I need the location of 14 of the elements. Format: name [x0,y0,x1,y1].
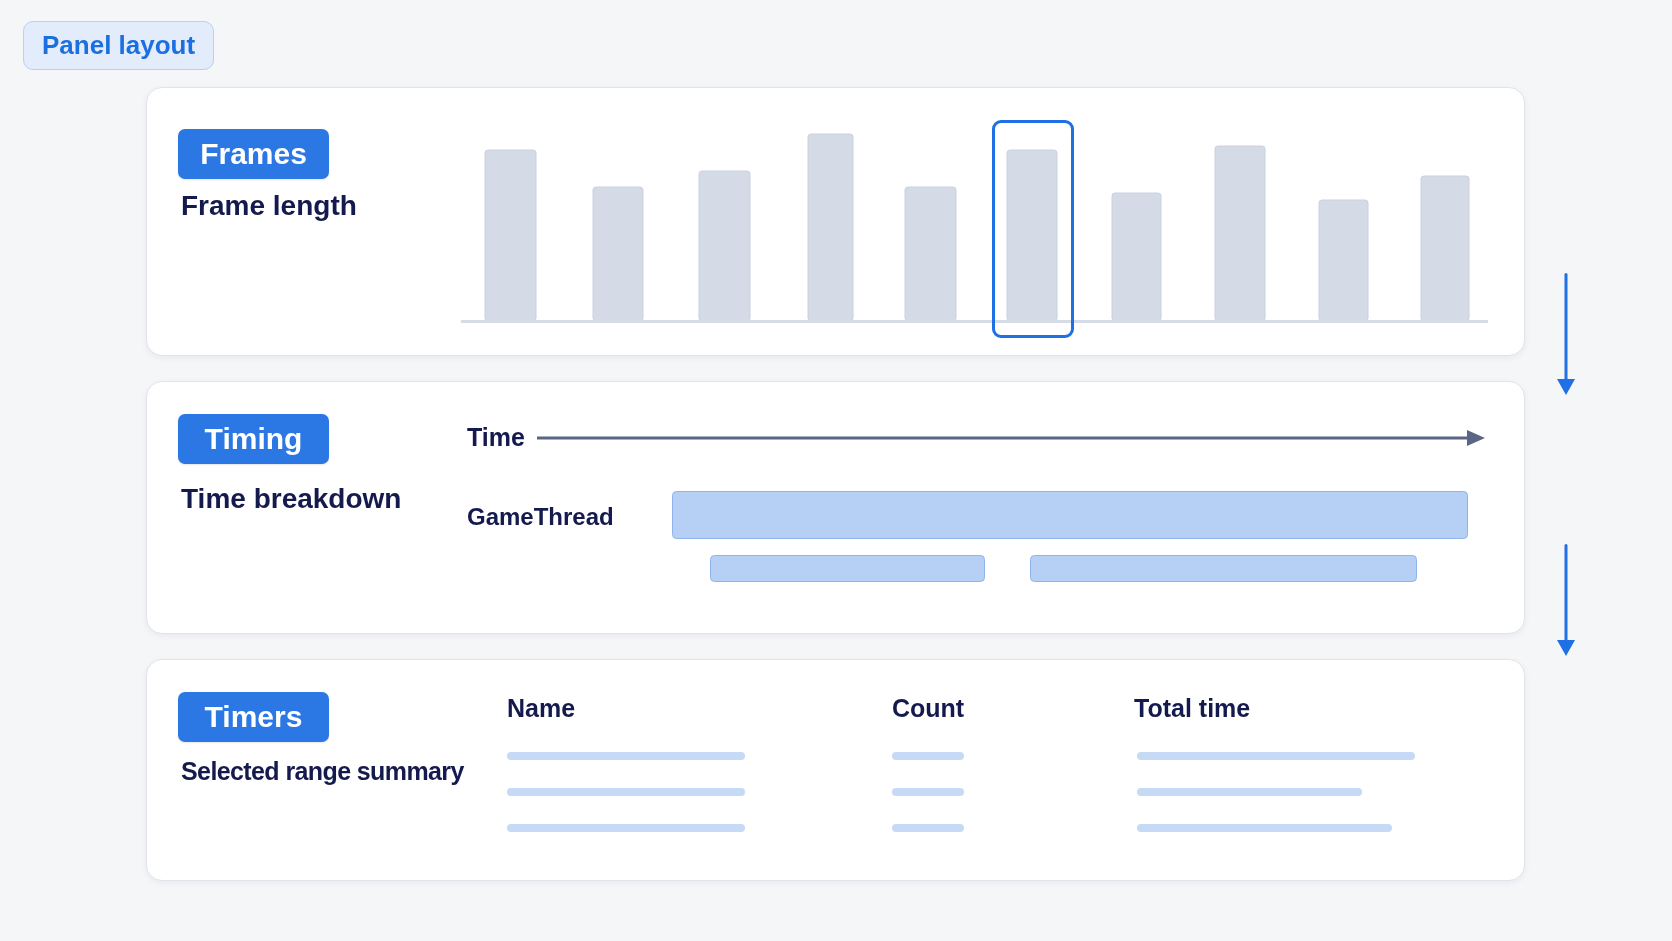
column-header: Total time [1134,693,1251,724]
track-label: GameThread [467,502,614,532]
panel-card [146,659,1525,881]
title-pill: Panel layout [23,21,215,70]
axis-label: Time [467,422,525,453]
panel-tag: Frames [178,129,329,179]
panel-subtitle: Time breakdown [181,482,402,516]
panel-tag: Timing [178,414,329,464]
panel-card [146,381,1525,634]
column-header: Name [507,693,576,724]
panel-tag: Timers [178,692,329,742]
panel-subtitle: Frame length [181,189,357,223]
panel-subtitle: Selected range summary [181,756,464,787]
column-header: Count [892,693,965,724]
